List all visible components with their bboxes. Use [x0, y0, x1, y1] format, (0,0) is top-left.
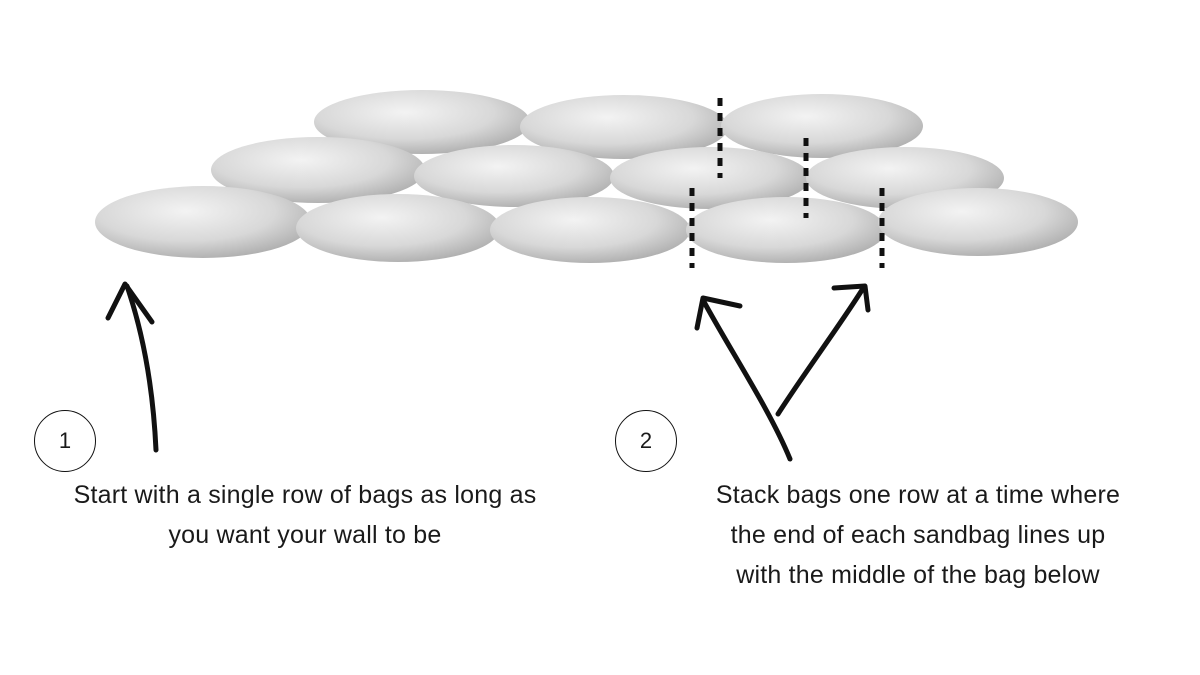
- sandbag: [490, 197, 690, 263]
- curved-arrow-up-icon: [105, 281, 159, 453]
- step-1-badge: 1: [34, 410, 96, 472]
- caption-line: with the middle of the bag below: [736, 561, 1100, 589]
- sandbag: [878, 188, 1078, 256]
- step-2-badge: 2: [615, 410, 677, 472]
- forked-arrow-icon: [694, 283, 871, 462]
- caption-line: Start with a single row of bags as long …: [73, 481, 537, 509]
- bag-row-bottom: [95, 186, 1078, 263]
- sandbag: [211, 137, 425, 203]
- caption-line: you want your wall to be: [168, 521, 442, 549]
- caption-line: the end of each sandbag lines up: [730, 521, 1106, 549]
- step-1-caption: Start with a single row of bags as long …: [20, 475, 590, 555]
- sandbag: [296, 194, 500, 262]
- sandbag: [414, 145, 614, 207]
- sandbag: [686, 197, 886, 263]
- sandbag: [721, 94, 923, 158]
- bag-row-top: [314, 90, 923, 159]
- bag-row-middle: [211, 137, 1004, 209]
- sandbag: [95, 186, 311, 258]
- sandbag: [610, 147, 810, 209]
- step-2-caption: Stack bags one row at a time where the e…: [668, 475, 1168, 595]
- sandbag: [314, 90, 530, 154]
- sandbag: [520, 95, 728, 159]
- step-number: 2: [639, 428, 653, 453]
- caption-line: Stack bags one row at a time where: [715, 481, 1121, 509]
- alignment-markers: [689, 98, 885, 268]
- step-number: 1: [58, 428, 72, 453]
